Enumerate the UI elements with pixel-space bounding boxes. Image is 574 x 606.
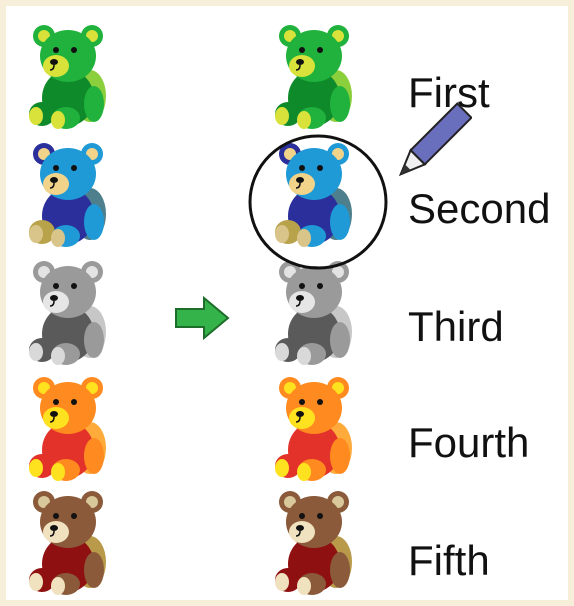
teddy-bear-icon <box>270 258 362 368</box>
label-fifth: Fifth <box>408 537 490 584</box>
teddy-bear-icon <box>270 22 362 132</box>
teddy-bear-icon <box>24 140 116 250</box>
teddy-bear-icon <box>24 258 116 368</box>
selection-circle <box>248 134 388 270</box>
illustration-canvas: First Second Third Fourth Fifth <box>6 6 568 600</box>
teddy-bear-icon <box>270 488 362 598</box>
teddy-bear-icon <box>270 374 362 484</box>
teddy-bear-icon <box>270 140 362 250</box>
teddy-bear-icon <box>24 374 116 484</box>
label-first: First <box>408 69 490 116</box>
label-third: Third <box>408 303 504 350</box>
teddy-bear-icon <box>24 488 116 598</box>
arrow-shape <box>175 296 230 340</box>
pencil-icon <box>398 102 472 177</box>
teddy-bear-icon <box>24 22 116 132</box>
right-arrow-icon <box>175 296 230 340</box>
label-fourth: Fourth <box>408 419 530 466</box>
label-second: Second <box>408 185 551 232</box>
